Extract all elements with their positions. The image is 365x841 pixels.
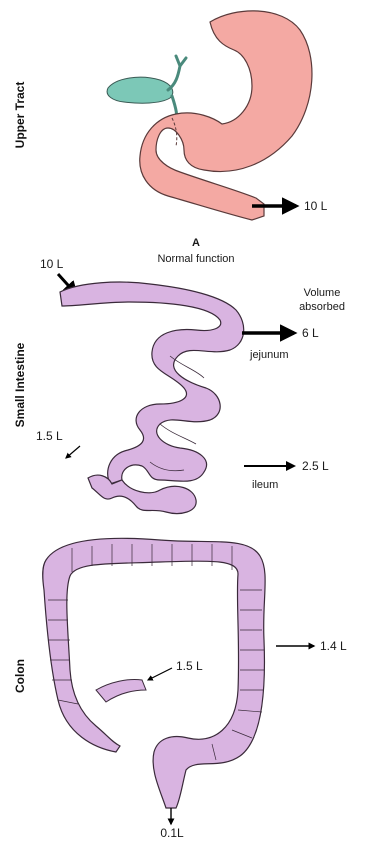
ileum-label: ileum xyxy=(252,479,278,491)
stomach-shape xyxy=(140,11,312,220)
colon-absorbed-volume: 1.4 L xyxy=(320,639,347,653)
colon-section: Colon 1.5 L 1.4 L 0.1L xyxy=(13,538,347,840)
small-output-volume: 1.5 L xyxy=(36,429,63,443)
upper-tract-label: Upper Tract xyxy=(13,82,27,149)
small-output-arrow xyxy=(66,446,80,458)
upper-tract-section: Upper Tract 10 L A Normal function xyxy=(13,11,328,265)
jejunum-label: jejunum xyxy=(249,349,289,361)
colon-output-volume: 0.1L xyxy=(160,826,184,840)
colon-input-volume: 1.5 L xyxy=(176,659,203,673)
volume-absorbed-line2: absorbed xyxy=(299,301,345,313)
colon-input-arrow xyxy=(148,668,172,680)
small-intestine-label: Small Intestine xyxy=(13,342,27,427)
gallbladder-shape xyxy=(107,77,173,103)
small-intestine-section: Small Intestine 10 L Volume absorbed 6 L… xyxy=(13,257,345,514)
panel-letter: A xyxy=(192,237,200,249)
jejunum-shape xyxy=(60,282,244,484)
panel-caption: Normal function xyxy=(157,253,234,265)
stomach-output-volume: 10 L xyxy=(304,199,328,213)
colon-label: Colon xyxy=(13,659,27,693)
colon-shape xyxy=(43,538,265,808)
volume-absorbed-line1: Volume xyxy=(304,287,341,299)
jejunum-absorbed-volume: 6 L xyxy=(302,326,319,340)
small-input-volume: 10 L xyxy=(40,257,64,271)
ileum-absorbed-volume: 2.5 L xyxy=(302,459,329,473)
terminal-ileum-shape xyxy=(96,679,146,702)
